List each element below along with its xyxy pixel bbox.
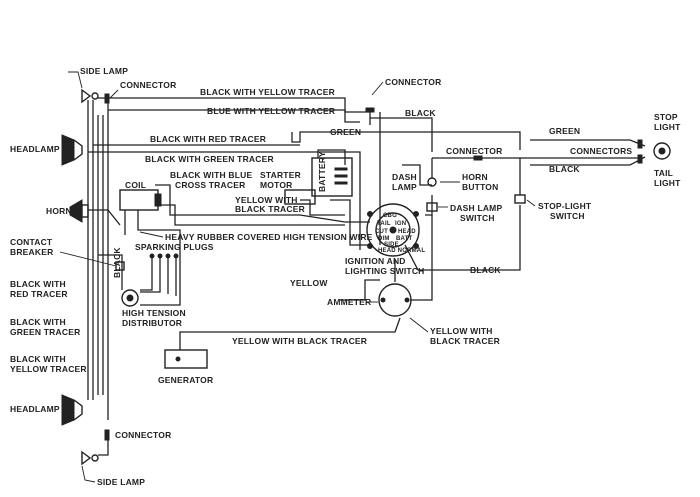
headlamp-top — [61, 134, 83, 166]
switch-terminal-head: HEAD — [398, 229, 416, 235]
wire-high-tension — [137, 210, 181, 306]
black-green-tracer-label: BLACK WITH GREEN TRACER — [145, 154, 274, 164]
headlamp-bottom-label: HEADLAMP — [10, 404, 60, 414]
side-lamp-bottom — [81, 450, 99, 483]
black-blue-cross-label: BLACK WITH BLUE CROSS TRACER — [170, 170, 255, 190]
dash-lamp-switch — [426, 202, 448, 212]
contact-breaker — [59, 251, 125, 271]
connector-top-label: CONNECTOR — [120, 80, 176, 90]
wire-blue-yellow-tracer — [108, 109, 360, 123]
connector-right-mid-label: CONNECTOR — [446, 146, 502, 156]
wire-plug-1 — [140, 255, 153, 291]
dash-lamp — [427, 177, 437, 187]
stop-light-switch-label: STOP-LIGHT SWITCH — [538, 201, 594, 221]
connector-bottom-label: CONNECTOR — [115, 430, 171, 440]
yellow-black-upper-label: YELLOW WITH BLACK TRACER — [235, 195, 305, 214]
distributor-label: HIGH TENSION DISTRIBUTOR — [122, 308, 188, 328]
left-black-green-label: BLACK WITH GREEN TRACER — [10, 317, 80, 337]
switch-terminal-dim: DIM — [378, 236, 390, 242]
wire-horn — [88, 209, 121, 226]
connector-right-mid — [473, 155, 483, 161]
high-tension-wire-label: HEAVY RUBBER COVERED HIGH TENSION WIRE — [165, 232, 373, 242]
tail-light-label: TAIL LIGHT — [654, 168, 681, 188]
starter-motor — [284, 189, 316, 205]
side-lamp-top-label: SIDE LAMP — [80, 66, 128, 76]
connectors-label: CONNECTORS — [570, 146, 632, 156]
wire-horn-button — [402, 164, 432, 186]
wire-green — [291, 131, 521, 150]
sparking-plugs-label: SPARKING PLUGS — [135, 242, 214, 252]
green-mid-label: GREEN — [330, 127, 361, 137]
switch-terminal-cut: CUT — [375, 229, 388, 235]
contact-breaker-label: CONTACT BREAKER — [10, 237, 55, 257]
starter-motor-label: STARTER MOTOR — [260, 170, 303, 190]
dash-lamp-switch-label: DASH LAMP SWITCH — [450, 203, 505, 223]
battery-label: BATTERY — [317, 151, 327, 192]
connectors-right — [637, 139, 643, 164]
connector-mid-top — [365, 107, 375, 113]
high-tension-leader — [139, 231, 164, 238]
stop-light-label: STOP LIGHT — [654, 112, 681, 132]
black-top-right-label: BLACK — [405, 108, 436, 118]
ammeter-label: AMMETER — [327, 297, 371, 307]
wire-coil-black-blue — [155, 184, 370, 223]
battery — [311, 157, 353, 197]
coil-label: COIL — [125, 180, 146, 190]
yellow-label: YELLOW — [290, 278, 328, 288]
yellow-black-long-label: YELLOW WITH BLACK TRACER — [232, 336, 367, 346]
ammeter — [378, 283, 412, 317]
headlamp-top-label: HEADLAMP — [10, 144, 60, 154]
stop-tail-light — [653, 142, 671, 160]
ignition-switch-label: IGNITION AND LIGHTING SWITCH — [345, 256, 425, 276]
connector-mid-top-leader — [371, 81, 384, 96]
stop-light-switch — [514, 194, 536, 207]
horn-label: HORN — [46, 206, 72, 216]
side-lamp-bottom-label: SIDE LAMP — [97, 477, 145, 487]
green-right-label: GREEN — [549, 126, 580, 136]
wire-dash-switch — [425, 195, 433, 216]
left-black-red-label: BLACK WITH RED TRACER — [10, 279, 68, 299]
connector-top — [104, 89, 119, 104]
wire-black-top-right — [370, 117, 433, 152]
switch-terminal-batt: BATT — [396, 236, 412, 242]
black-red-tracer-label: BLACK WITH RED TRACER — [150, 134, 266, 144]
connector-bottom — [98, 429, 110, 456]
wire-ammeter-right — [410, 270, 433, 301]
horn-button-label: HORN BUTTON — [462, 172, 498, 192]
black-right-lower-label: BLACK — [470, 265, 501, 275]
dash-lamp-label: DASH LAMP — [392, 172, 419, 192]
headlamp-bottom — [61, 394, 83, 426]
wire-black-green-tracer — [88, 151, 361, 250]
switch-terminal-cbg: CBG — [383, 213, 397, 219]
switch-terminal-side: SIDE — [384, 242, 399, 248]
wire-switch-black-right — [404, 205, 521, 271]
switch-terminal-ign: IGN — [395, 221, 406, 227]
sparking-plugs — [149, 253, 179, 259]
generator — [164, 349, 208, 369]
wires — [87, 97, 646, 420]
switch-terminal-tail: TAIL — [377, 221, 391, 227]
connector-mid-top-label: CONNECTOR — [385, 77, 441, 87]
yellow-black-lower-label: YELLOW WITH BLACK TRACER — [430, 326, 500, 346]
yellow-black-lower-leader — [409, 317, 429, 333]
wire-coil-yellow-black — [160, 204, 345, 226]
left-black-yellow-label: BLACK WITH YELLOW TRACER — [10, 354, 87, 374]
wire-plug-2 — [140, 255, 161, 293]
wire-yellow-black-long — [179, 317, 401, 350]
wire-contact-breaker — [98, 254, 123, 290]
blue-yellow-tracer-label: BLUE WITH YELLOW TRACER — [207, 106, 335, 116]
black-vertical-label: BLACK — [112, 247, 122, 278]
ignition-lighting-switch — [366, 203, 420, 257]
black-right-label: BLACK — [549, 164, 580, 174]
black-yellow-tracer-label: BLACK WITH YELLOW TRACER — [200, 87, 335, 97]
switch-terminal-head-normal: HEAD NORMAL — [378, 248, 425, 254]
coil — [119, 189, 162, 211]
wire-starter — [300, 199, 345, 216]
side-lamp-top — [68, 71, 99, 104]
high-tension-distributor — [121, 289, 139, 307]
horn — [69, 199, 89, 223]
generator-label: GENERATOR — [158, 375, 213, 385]
wire-yellow — [340, 279, 380, 301]
